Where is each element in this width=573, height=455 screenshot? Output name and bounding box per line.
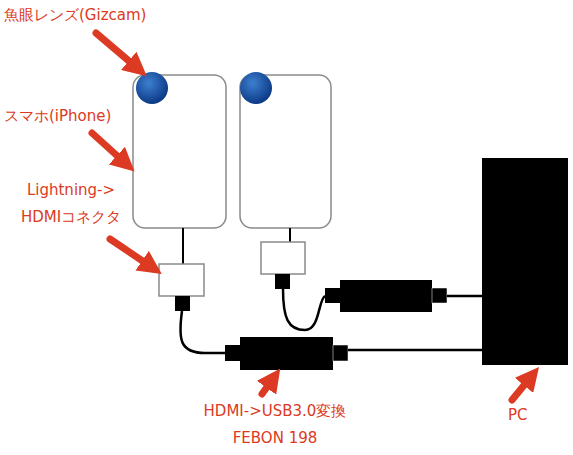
hdmi-adapter [261,242,305,274]
hdmi-plug [175,296,190,311]
callout-arrow [92,133,124,162]
hdmi-adapter [159,264,204,296]
converter-plug [325,288,340,303]
callout-arrow [110,239,150,266]
hdmi-cable [180,311,225,353]
usb-converter [240,337,333,370]
cable [182,228,184,264]
converter-plug [225,345,240,361]
callout-arrow [96,33,136,67]
usb-cable [348,349,483,352]
callout-label: 魚眼レンズ(Gizcam) [4,2,146,29]
fisheye-lens [240,72,272,104]
pc-tower [482,158,568,365]
usb-converter [340,280,432,312]
cable [289,228,291,242]
callout-label: スマホ(iPhone) [4,103,111,130]
hdmi-plug [275,274,290,289]
converter-plug [432,288,447,303]
callout-arrow [512,378,530,400]
hdmi-cable [283,289,325,330]
callout-label: Lightning-> HDMIコネクタ [5,177,137,231]
usb-cable [447,295,483,298]
converter-plug [333,345,348,361]
fisheye-lens [136,72,168,104]
callout-arrow [262,380,272,394]
callout-label: HDMI->USB3.0変換 FEBON 198 [186,398,364,452]
callout-label: PC [508,402,528,429]
